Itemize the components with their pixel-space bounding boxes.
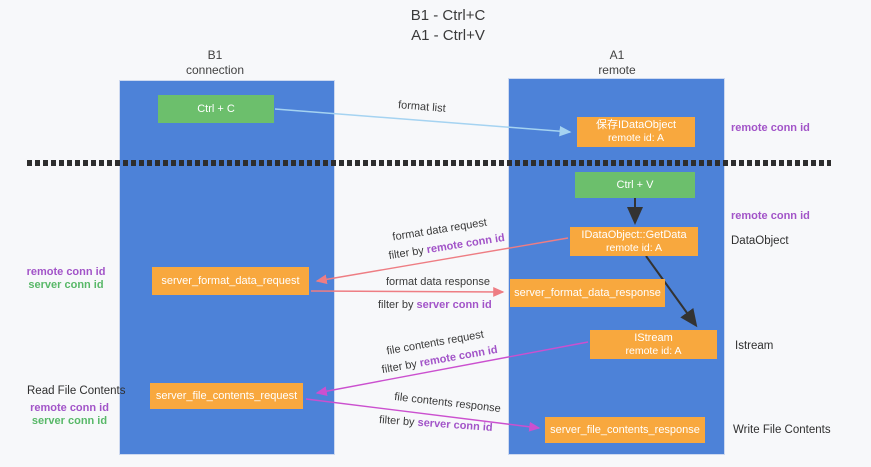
lifeline-a1-role: remote [598,63,636,77]
filter-by-text: filter by [378,299,417,311]
filter-by-text: filter by [387,244,428,263]
server-file-contents-response-label: server_file_contents_response [550,424,700,436]
remote-conn-id-annotation-top-right: remote conn id [731,122,810,134]
save-dataobject-remote-id: remote id: A [607,132,665,144]
dataobject-annotation: DataObject [731,235,789,247]
getdata-title: IDataObject::GetData [581,228,687,241]
ctrl-c-box: Ctrl + C [158,95,274,123]
format-data-response-label: format data response [386,276,490,288]
getdata-box: IDataObject::GetData remote id: A [570,227,698,256]
format-list-label: format list [397,99,447,115]
left-conn-id-annotation-mid: remote conn id server conn id [20,266,112,292]
server-conn-id-annotation-mid-left: server conn id [28,279,104,291]
save-dataobject-title: 保存IDataObject [595,119,677,131]
left-conn-id-annotation-bottom: remote conn id server conn id [22,402,117,428]
lifeline-header-a1: A1 remote [557,48,677,78]
ctrl-v-box: Ctrl + V [575,172,695,198]
file-contents-response-label: file contents response [393,390,502,416]
ctrl-v-label: Ctrl + V [616,179,654,191]
diagram-title: B1 - Ctrl+C A1 - Ctrl+V [358,6,538,46]
filter-by-text: filter by [378,414,418,429]
save-dataobject-box: 保存IDataObject remote id: A [577,117,695,147]
istream-title: IStream [634,331,673,344]
server-format-data-response-label: server_format_data_response [514,287,661,299]
ctrl-c-label: Ctrl + C [197,103,235,115]
format-data-response-filter-label: filter by server conn id [378,299,492,311]
arrow-format-data-response [310,287,505,297]
server-file-contents-request-label: server_file_contents_request [155,390,298,402]
server-conn-id-text: server conn id [416,299,492,311]
session-divider-dashed-line [27,160,831,166]
read-file-contents-annotation: Read File Contents [27,385,126,397]
server-conn-id-annotation-bottom-left: server conn id [31,415,108,427]
server-file-contents-request-box: server_file_contents_request [150,383,303,409]
server-format-data-request-label: server_format_data_request [161,275,300,287]
istream-box: IStream remote id: A [590,330,717,359]
remote-conn-id-annotation-bottom-left: remote conn id [30,402,109,414]
server-format-data-response-box: server_format_data_response [510,279,665,307]
lifeline-b1-name: B1 [207,48,223,62]
file-contents-response-filter-label: filter by server conn id [379,414,493,434]
write-file-contents-annotation: Write File Contents [733,424,831,436]
remote-conn-id-annotation-mid-left: remote conn id [26,266,106,278]
istream-remote-id: remote id: A [625,344,682,357]
filter-by-text: filter by [380,357,421,377]
server-format-data-request-box: server_format_data_request [152,267,309,295]
remote-conn-id-annotation-mid-right: remote conn id [731,210,810,222]
lifeline-b1-role: connection [185,63,245,77]
getdata-remote-id: remote id: A [605,241,663,254]
lifeline-header-b1: B1 connection [155,48,275,78]
server-conn-id-text: server conn id [417,416,493,434]
lifeline-a1-name: A1 [609,48,625,62]
title-line-a1: A1 - Ctrl+V [411,27,485,44]
server-file-contents-response-box: server_file_contents_response [545,417,705,443]
title-line-b1: B1 - Ctrl+C [410,7,486,24]
istream-annotation: Istream [735,340,774,352]
